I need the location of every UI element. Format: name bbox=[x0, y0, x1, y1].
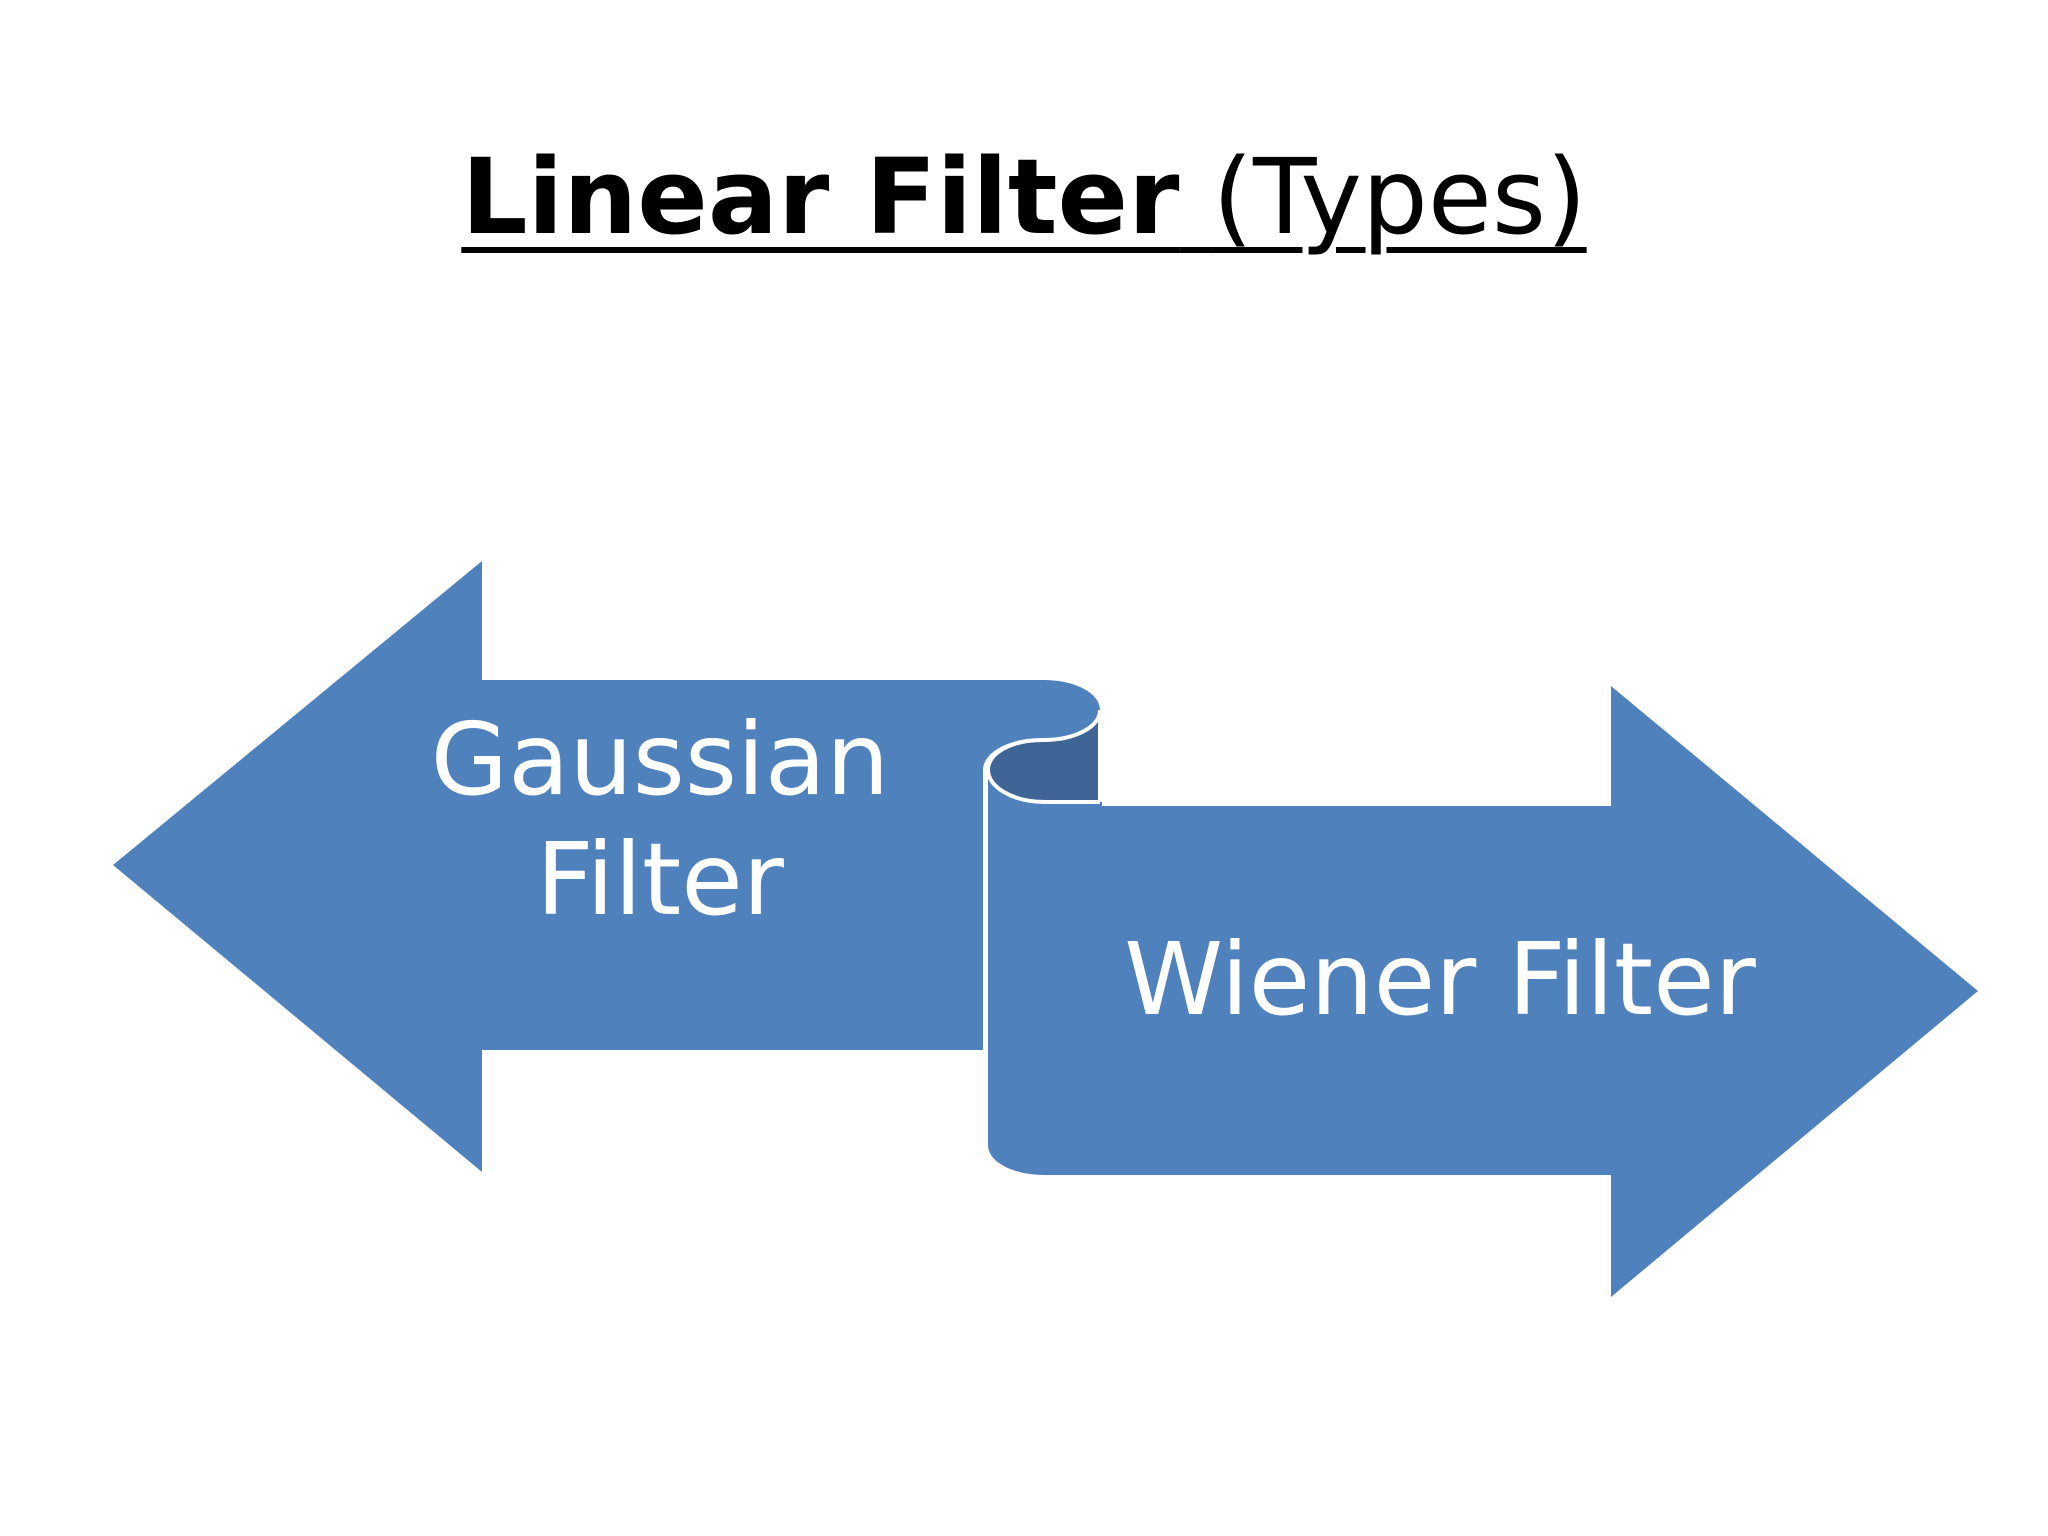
right-arrow-shape bbox=[988, 686, 1978, 1297]
slide-title: Linear Filter (Types) bbox=[0, 140, 2048, 254]
left-arrow-shape bbox=[113, 561, 1100, 1172]
ribbon-fold-shape bbox=[988, 710, 1102, 800]
gaussian-label-line2: Filter bbox=[536, 821, 784, 938]
ribbon-fold-outline bbox=[983, 709, 1102, 1050]
title-underline-group: Linear Filter (Types) bbox=[461, 140, 1586, 254]
gaussian-label-line1: Gaussian bbox=[430, 701, 890, 818]
title-main: Linear Filter bbox=[461, 136, 1180, 258]
wiener-filter-label: Wiener Filter bbox=[1124, 921, 1756, 1038]
title-subtitle: (Types) bbox=[1212, 136, 1587, 258]
gaussian-filter-label: Gaussian Filter bbox=[400, 700, 920, 940]
